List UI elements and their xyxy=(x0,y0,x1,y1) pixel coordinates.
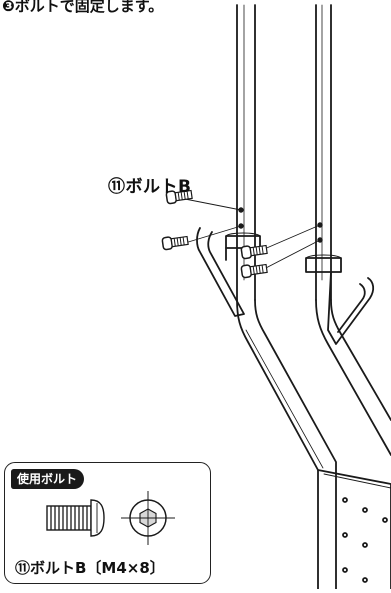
right-hook-bracket xyxy=(305,254,375,345)
parts-badge: 使用ボルト xyxy=(11,469,85,489)
hex-socket-bolt-icon xyxy=(161,235,189,251)
base-panel xyxy=(317,469,391,590)
alignment-lines xyxy=(184,198,321,271)
parts-illustration xyxy=(46,491,175,545)
hex-socket-bolt-icon xyxy=(240,263,268,279)
parts-box: 使用ボルト ⑪ボルトB〔M4×8〕 xyxy=(4,462,211,584)
bolt-side-view-icon xyxy=(46,499,105,537)
bolt-callout-label: ⑪ボルトB xyxy=(108,177,192,197)
right-post xyxy=(315,4,391,456)
left-post xyxy=(236,4,337,590)
hex-socket-bolt-icon xyxy=(240,244,268,260)
hex-socket-bolt-icon xyxy=(165,189,193,205)
step-caption: ❸ボルトで固定します。 xyxy=(2,0,164,15)
parts-caption: ⑪ボルトB〔M4×8〕 xyxy=(15,559,165,577)
hex-socket-head-icon xyxy=(121,491,175,545)
